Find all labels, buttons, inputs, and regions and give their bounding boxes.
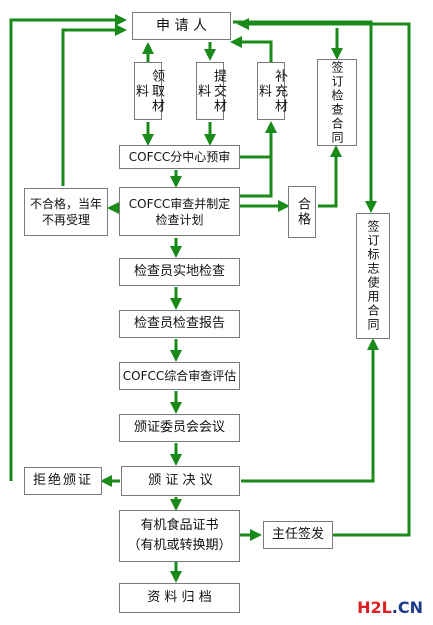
submit-materials-node: 提交材料 xyxy=(195,62,226,120)
sign-inspection-contract-node: 签订检查合同 xyxy=(317,59,357,146)
unqualified-node: 不合格，当年 不再受理 xyxy=(24,188,108,236)
review-and-plan-line2: 检查计划 xyxy=(155,212,204,227)
arrow-decision-to-label-contract xyxy=(241,338,379,483)
comprehensive-review-node: COFCC综合审查评估 xyxy=(119,362,240,390)
certification-decision-node: 颁 证 决 议 xyxy=(121,466,240,496)
watermark-logo: H2L.CN xyxy=(357,598,423,617)
arrow-director-to-applicant xyxy=(237,18,411,537)
certificate-line2: （有机或转换期） xyxy=(127,538,232,553)
branch-precheck-node: COFCC分中心预审 xyxy=(119,145,240,169)
archive-node: 资 料 归 档 xyxy=(119,583,240,613)
arrow-qualified-to-contract xyxy=(318,145,342,208)
certificate-line1: 有机食品证书 xyxy=(140,518,219,533)
unqualified-line2: 不再受理 xyxy=(41,213,90,227)
review-and-plan-line1: COFCC审查并制定 xyxy=(128,196,231,211)
arrow-applicant-to-label-contract xyxy=(233,20,377,213)
sign-label-contract-node: 签订标志使用合同 xyxy=(356,213,390,339)
supplement-materials-node: 补充材料 xyxy=(256,62,287,120)
onsite-inspection-node: 检查员实地检查 xyxy=(119,258,240,286)
arrow-supplement-to-applicant xyxy=(230,36,273,62)
applicant-node: 申 请 人 xyxy=(132,12,231,40)
watermark-prefix: H2L xyxy=(357,598,392,617)
watermark-suffix: .CN xyxy=(391,598,423,617)
organic-certificate-node: 有机食品证书 （有机或转换期） xyxy=(119,510,240,562)
unqualified-line1: 不合格，当年 xyxy=(29,197,102,211)
committee-meeting-node: 颁证委员会会议 xyxy=(119,414,240,442)
arrow-refuse-to-applicant xyxy=(9,14,127,481)
inspection-report-node: 检查员检查报告 xyxy=(119,310,240,338)
director-sign-node: 主任签发 xyxy=(263,521,333,549)
refuse-certificate-node: 拒绝颁证 xyxy=(24,467,102,495)
review-and-plan-node: COFCC审查并制定 检查计划 xyxy=(119,187,240,236)
qualified-node: 合格 xyxy=(288,186,316,238)
arrow-review-to-supplement xyxy=(240,124,273,198)
arrow-precheck-to-supplement xyxy=(240,121,277,159)
receive-materials-node: 领取材料 xyxy=(133,62,164,120)
arrow-unqualified-to-applicant xyxy=(61,24,127,186)
